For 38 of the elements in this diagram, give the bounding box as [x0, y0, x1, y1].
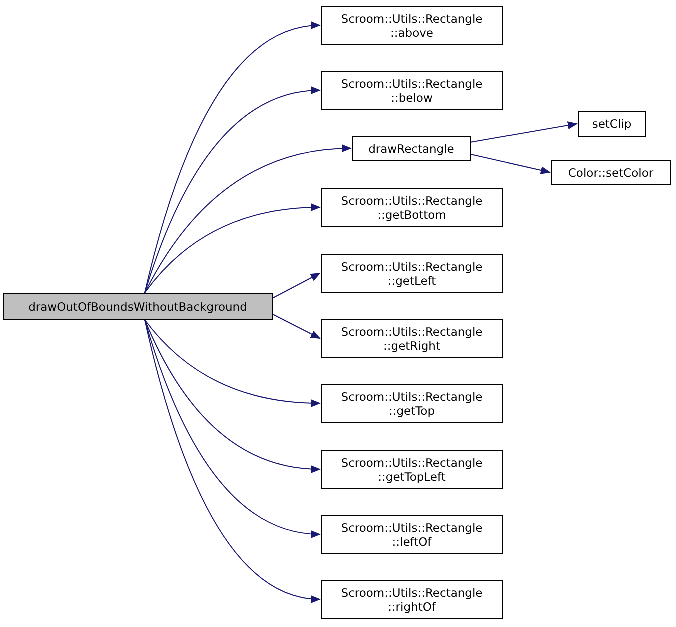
function-box	[321, 450, 503, 489]
call-arrow	[144, 320, 321, 603]
call-arrow	[144, 204, 321, 294]
call-arrow	[144, 320, 321, 538]
function-name: Scroom::Utils::Rectangle ::getLeft	[340, 260, 484, 288]
function-box	[321, 580, 503, 619]
function-box	[321, 71, 503, 110]
call-arrow	[272, 273, 321, 299]
function-box	[321, 188, 503, 227]
function-name: setClip	[592, 117, 632, 131]
call-arrow	[144, 22, 321, 294]
function-name: Scroom::Utils::Rectangle ::leftOf	[340, 520, 484, 548]
function-box	[321, 254, 503, 293]
function-name: Color::setColor	[568, 166, 654, 180]
function-box	[578, 111, 646, 137]
call-arrow	[470, 154, 551, 174]
function-box	[352, 136, 471, 161]
function-box	[321, 319, 503, 358]
call-arrow	[144, 320, 321, 408]
function-name: drawOutOfBoundsWithoutBackground	[28, 300, 248, 314]
function-box	[321, 515, 503, 554]
function-name: Scroom::Utils::Rectangle ::getBottom	[340, 194, 484, 222]
function-name: Scroom::Utils::Rectangle ::getTopLeft	[340, 456, 484, 484]
function-box	[321, 6, 503, 45]
function-box	[551, 160, 671, 185]
function-name: Scroom::Utils::Rectangle ::below	[340, 76, 484, 104]
function-name: Scroom::Utils::Rectangle ::getTop	[340, 390, 484, 418]
function-box	[321, 384, 503, 423]
function-name: drawRectangle	[368, 142, 454, 156]
call-arrow	[470, 122, 578, 143]
call-arrow	[144, 144, 352, 294]
call-arrow	[144, 87, 321, 294]
function-name: Scroom::Utils::Rectangle ::above	[340, 12, 484, 40]
function-name: Scroom::Utils::Rectangle ::rightOf	[340, 586, 484, 614]
function-name: Scroom::Utils::Rectangle ::getRight	[340, 324, 484, 352]
function-box	[3, 293, 273, 320]
call-arrow	[144, 320, 321, 473]
call-arrow	[272, 314, 321, 339]
